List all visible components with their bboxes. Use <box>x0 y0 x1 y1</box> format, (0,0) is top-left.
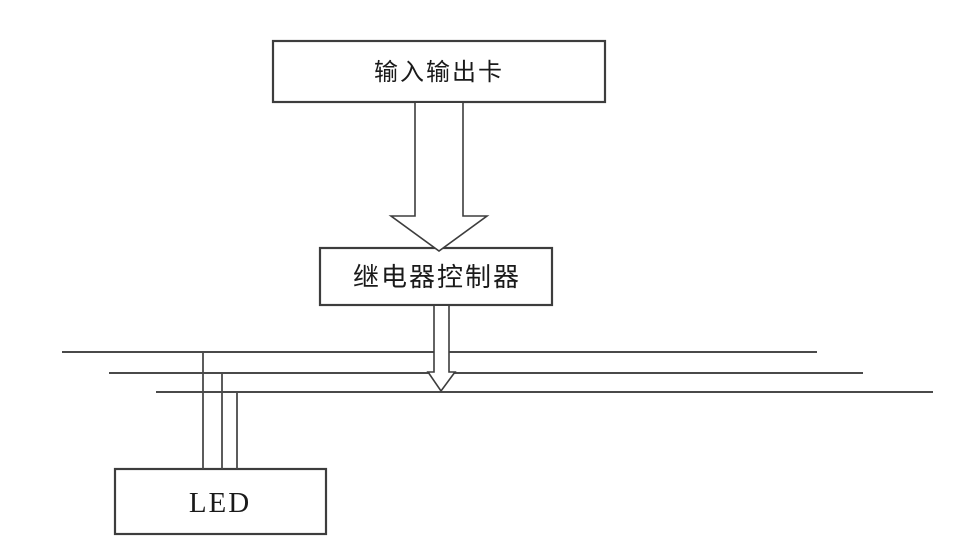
relay-controller-box <box>318 246 554 307</box>
down-small-arrow-icon <box>426 306 457 393</box>
down-block-arrow-icon <box>388 103 490 252</box>
led-box <box>113 467 328 536</box>
relay-controller-label: 继电器控制器 <box>353 263 521 293</box>
io-card-label: 输入输出卡 <box>374 58 504 86</box>
io-card-box <box>271 39 607 104</box>
led-label: LED <box>189 487 251 519</box>
